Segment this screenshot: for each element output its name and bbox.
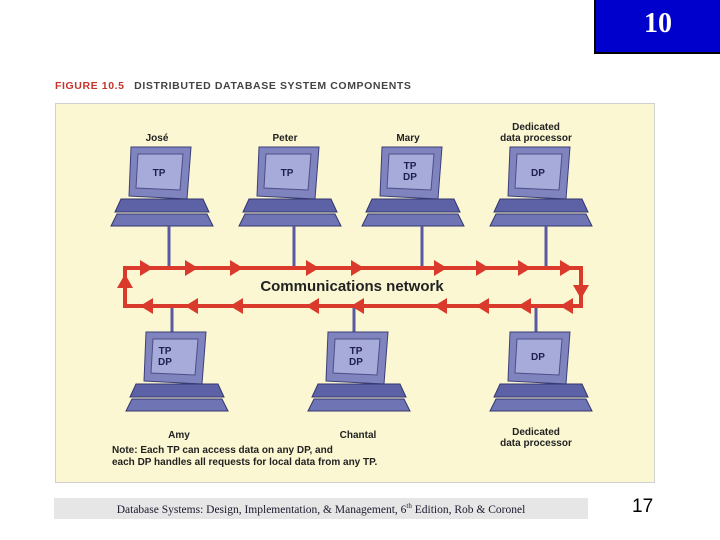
footer-citation: Database Systems: Design, Implementation… xyxy=(54,502,588,516)
chapter-badge: 10 xyxy=(594,0,720,54)
chapter-number: 10 xyxy=(644,8,672,39)
footer-citation-sup: th xyxy=(406,502,412,510)
screen-text-mary-1: TP xyxy=(404,161,417,172)
node-label-mary: Mary xyxy=(396,133,420,144)
computer-dedicated-top: DP xyxy=(489,146,593,227)
screen-text-mary-2: DP xyxy=(403,172,417,183)
footer-citation-text-end: Edition, Rob & Coronel xyxy=(411,503,526,516)
network-arrows-top xyxy=(140,260,573,276)
note-line-2: each DP handles all requests for local d… xyxy=(112,457,378,468)
screen-text-peter: TP xyxy=(281,168,294,179)
node-label-peter: Peter xyxy=(272,133,297,144)
node-label-dedicated-bottom-1: Dedicated xyxy=(512,427,560,438)
top-connectors xyxy=(167,226,548,267)
computer-dedicated-bottom: DP xyxy=(489,331,593,412)
node-label-jose: José xyxy=(146,133,169,144)
computer-mary: TP DP xyxy=(361,146,465,227)
network-arrows-bottom xyxy=(140,298,573,314)
bottom-connectors xyxy=(170,308,538,332)
footer-citation-text: Database Systems: Design, Implementation… xyxy=(116,503,407,516)
computer-peter: TP xyxy=(238,146,342,227)
node-label-dedicated-top-1: Dedicated xyxy=(512,122,560,133)
node-label-dedicated-bottom-2: data processor xyxy=(500,438,572,449)
figure-caption: FIGURE 10.5 DISTRIBUTED DATABASE SYSTEM … xyxy=(55,80,412,92)
network-arrow-left-up xyxy=(117,274,133,288)
figure-title: DISTRIBUTED DATABASE SYSTEM COMPONENTS xyxy=(134,80,412,92)
note-line-1: Note: Each TP can access data on any DP,… xyxy=(112,445,333,456)
page-number: 17 xyxy=(632,496,654,517)
node-label-dedicated-top-2: data processor xyxy=(500,133,572,144)
screen-text-jose: TP xyxy=(153,168,166,179)
distributed-db-diagram: José Peter Mary Dedicated data processor… xyxy=(56,104,654,482)
screen-text-amy-2: DP xyxy=(158,357,172,368)
screen-text-chantal-2: DP xyxy=(349,357,363,368)
screen-text-dedicated-top: DP xyxy=(531,168,545,179)
screen-text-dedicated-bottom: DP xyxy=(531,352,545,363)
computer-chantal: TP DP xyxy=(307,331,411,412)
computer-jose: TP xyxy=(110,146,214,227)
figure-frame: José Peter Mary Dedicated data processor… xyxy=(55,103,655,483)
figure-number: FIGURE 10.5 xyxy=(55,80,125,92)
screen-text-chantal-1: TP xyxy=(350,346,363,357)
node-label-amy: Amy xyxy=(168,430,190,441)
computer-amy: TP DP xyxy=(125,331,229,412)
footer-bar: Database Systems: Design, Implementation… xyxy=(54,498,588,519)
node-label-chantal: Chantal xyxy=(340,430,377,441)
network-arrow-right-down xyxy=(573,285,589,299)
screen-text-amy-1: TP xyxy=(159,346,172,357)
network-label: Communications network xyxy=(260,278,444,295)
